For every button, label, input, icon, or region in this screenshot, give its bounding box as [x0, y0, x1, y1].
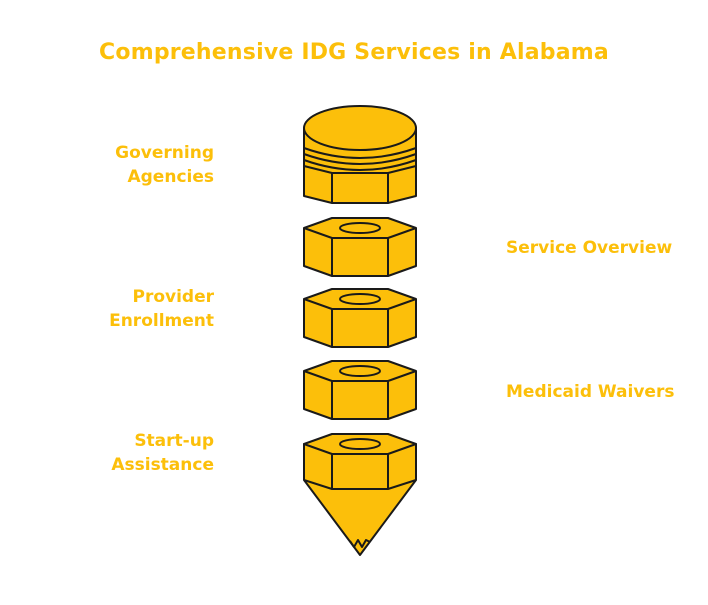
- label-governing-agencies: Governing Agencies: [14, 141, 214, 189]
- label-provider-enrollment: Provider Enrollment: [14, 285, 214, 333]
- label-startup-assistance-line-2: Assistance: [111, 455, 214, 475]
- hex-nut-segment-1: [303, 217, 417, 277]
- label-provider-enrollment-line-1: Provider: [132, 287, 214, 307]
- hex-nut-segment-2: [303, 288, 417, 348]
- pencil-tip-segment: [303, 433, 417, 556]
- label-governing-agencies-line-2: Agencies: [127, 167, 214, 187]
- pencil-eraser-cap: [303, 105, 417, 204]
- label-startup-assistance-line-1: Start-up: [134, 431, 214, 451]
- label-provider-enrollment-line-2: Enrollment: [109, 311, 214, 331]
- label-medicaid-waivers: Medicaid Waivers: [506, 382, 675, 402]
- label-governing-agencies-line-1: Governing: [115, 143, 214, 163]
- label-startup-assistance: Start-up Assistance: [14, 429, 214, 477]
- hex-nut-segment-3: [303, 360, 417, 420]
- label-service-overview: Service Overview: [506, 238, 673, 258]
- diagram-title: Comprehensive IDG Services in Alabama: [99, 40, 609, 65]
